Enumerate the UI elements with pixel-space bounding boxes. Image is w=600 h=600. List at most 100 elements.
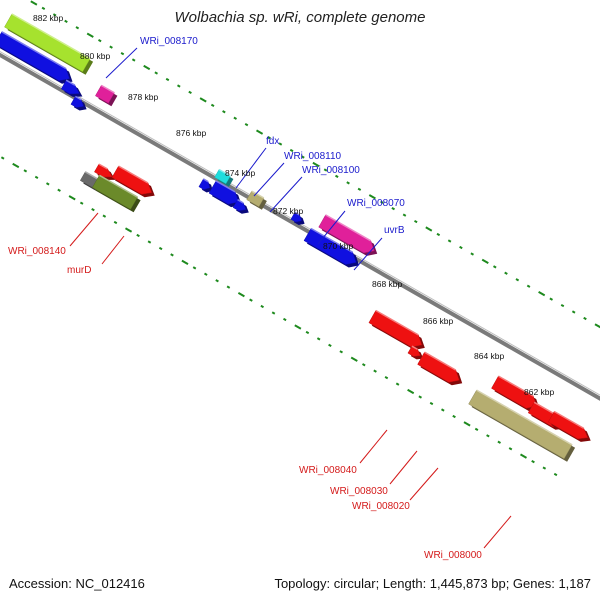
- gene-feature[interactable]: [70, 95, 87, 111]
- scale-tick: [362, 363, 366, 367]
- gene-label-reverse[interactable]: murD: [67, 265, 91, 276]
- scale-tick: [407, 388, 415, 395]
- gene-label-forward[interactable]: WRi_008110: [284, 151, 342, 162]
- tick-marks: [0, 0, 600, 477]
- scale-tick: [312, 161, 320, 168]
- scale-tick: [368, 194, 376, 200]
- gene-feature[interactable]: [208, 180, 242, 208]
- scale-tick: [497, 440, 501, 444]
- gene-label-reverse[interactable]: WRi_008030: [330, 486, 388, 497]
- scale-tick: [594, 323, 600, 329]
- gene-feature[interactable]: [303, 227, 360, 268]
- scale-tick: [402, 213, 407, 217]
- leader-line: [253, 162, 285, 197]
- scale-tick: [350, 356, 358, 362]
- scale-tick: [463, 421, 471, 427]
- gene-feature[interactable]: [290, 211, 305, 225]
- scale-tick: [249, 298, 253, 302]
- gene-feature[interactable]: [198, 178, 213, 193]
- scale-tick: [233, 116, 237, 120]
- gene-feature[interactable]: [232, 199, 249, 214]
- scale-tick: [515, 278, 520, 282]
- gene-feature[interactable]: [0, 31, 73, 84]
- scale-tick: [125, 227, 133, 233]
- scale-label: 870 kbp: [323, 241, 354, 251]
- gene-feature[interactable]: [214, 168, 234, 187]
- scale-tick: [323, 168, 328, 172]
- scale-tick: [373, 369, 377, 373]
- scale-tick: [143, 64, 151, 71]
- scale-tick: [538, 291, 546, 297]
- gene-feature[interactable]: [417, 351, 463, 386]
- scale-tick: [188, 90, 192, 94]
- gene-label-forward[interactable]: WRi_008100: [302, 165, 360, 176]
- scale-tick: [256, 129, 264, 135]
- leader-line: [483, 515, 512, 549]
- scale-tick: [46, 182, 50, 186]
- scale-label: 882 kbp: [33, 13, 64, 23]
- map-title: Wolbachia sp. wRi, complete genome: [174, 9, 426, 26]
- scale-tick: [305, 330, 310, 335]
- gene-feature[interactable]: [468, 389, 576, 462]
- gene-feature[interactable]: [246, 190, 267, 210]
- scale-label: 876 kbp: [176, 128, 207, 138]
- scale-tick: [425, 226, 433, 232]
- gene-feature[interactable]: [547, 410, 591, 442]
- scale-tick: [271, 311, 276, 315]
- accession-text: Accession: NC_012416: [9, 576, 145, 591]
- scale-tick: [436, 232, 441, 237]
- scale-label: 864 kbp: [474, 351, 505, 361]
- scale-tick: [301, 155, 305, 159]
- leader-line: [235, 147, 267, 189]
- leader-line: [269, 176, 303, 213]
- gene-feature[interactable]: [111, 165, 155, 198]
- scale-tick: [147, 240, 152, 244]
- scale-tick: [91, 208, 95, 212]
- scale-label: 862 kbp: [524, 387, 555, 397]
- gene-feature[interactable]: [407, 345, 424, 360]
- scale-tick: [75, 26, 80, 30]
- scale-tick: [260, 304, 264, 309]
- scale-label: 874 kbp: [225, 168, 256, 178]
- leader-line: [105, 47, 138, 79]
- gene-label-reverse[interactable]: WRi_008000: [424, 550, 482, 561]
- gene-label-forward[interactable]: uvrB: [384, 225, 405, 236]
- scale-tick: [204, 272, 208, 276]
- scale-tick: [384, 376, 389, 380]
- scale-tick: [154, 71, 158, 75]
- gene-feature[interactable]: [95, 84, 118, 107]
- scale-tick: [237, 292, 245, 298]
- scale-tick: [170, 253, 174, 257]
- gene-label-reverse[interactable]: WRi_008140: [8, 246, 66, 257]
- leader-line: [389, 450, 418, 485]
- scale-tick: [109, 45, 113, 49]
- scale-tick: [244, 123, 249, 127]
- leader-line: [101, 235, 125, 265]
- gene-feature[interactable]: [92, 174, 141, 213]
- gene-label-forward[interactable]: WRi_008070: [347, 198, 405, 209]
- gene-label-forward[interactable]: fdx: [266, 136, 279, 147]
- gene-feature[interactable]: [318, 214, 378, 256]
- scale-tick: [316, 337, 321, 341]
- gene-feature[interactable]: [368, 309, 425, 351]
- gene-label-reverse[interactable]: WRi_008020: [352, 501, 410, 512]
- scale-tick: [294, 324, 302, 330]
- scale-tick: [519, 453, 528, 459]
- scale-tick: [429, 401, 434, 406]
- gene-label-reverse[interactable]: WRi_008040: [299, 465, 357, 476]
- gene-label-forward[interactable]: WRi_008170: [140, 36, 198, 47]
- scale-tick: [23, 169, 28, 173]
- scale-tick: [34, 175, 39, 179]
- scale-tick: [549, 297, 553, 301]
- scale-tick: [68, 195, 76, 201]
- gene-features: [0, 13, 591, 462]
- genome-backbone-line: [0, 52, 600, 401]
- scale-tick: [486, 434, 490, 438]
- scale-tick: [289, 148, 294, 153]
- gene-feature[interactable]: [60, 79, 83, 97]
- scale-tick: [560, 304, 565, 308]
- scale-tick: [64, 19, 68, 23]
- leader-line: [69, 212, 99, 247]
- gene-feature[interactable]: [4, 13, 94, 75]
